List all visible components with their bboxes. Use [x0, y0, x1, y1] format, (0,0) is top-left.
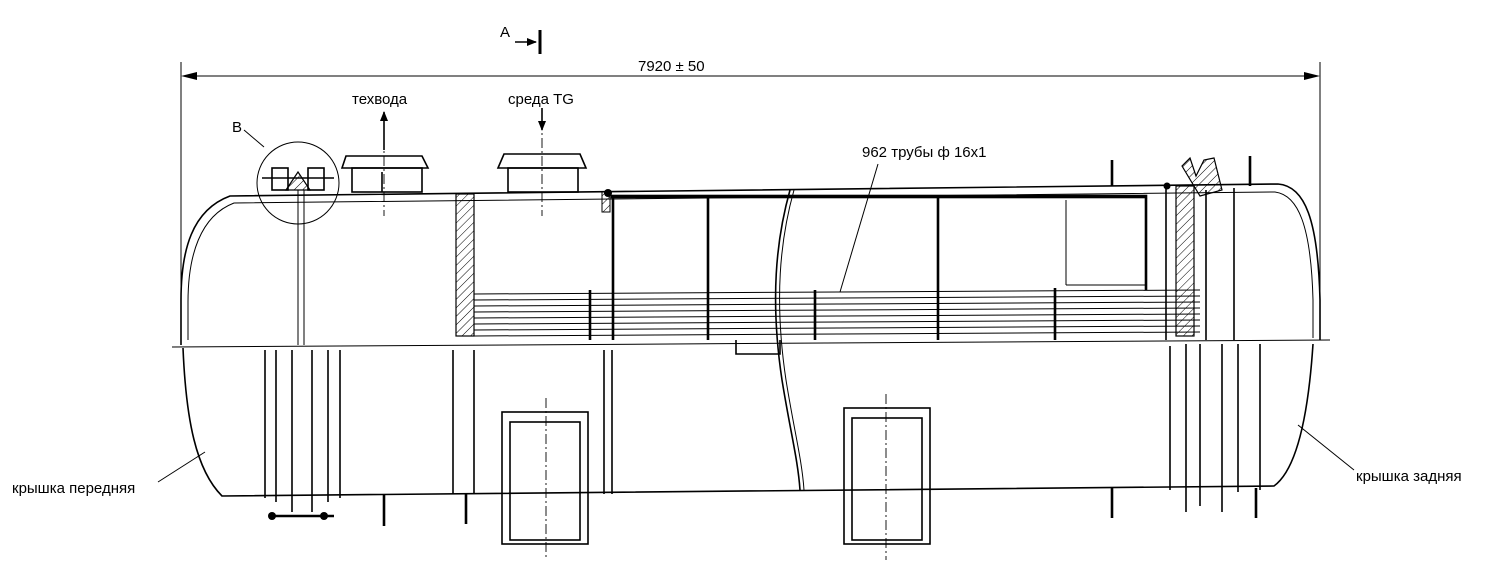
axis-line — [171, 339, 1331, 348]
detail-b-label: B — [232, 119, 242, 136]
rear-cover-label: крышка задняя — [1356, 468, 1462, 485]
vessel-lower-half — [182, 343, 1314, 560]
detail-b-callout: B — [232, 119, 340, 225]
inlet-nozzle-body — [507, 167, 579, 193]
dimension-label: 7920 ± 50 — [638, 58, 705, 75]
flange-gasket — [284, 170, 312, 191]
rear-tube-sheet — [1175, 185, 1195, 337]
flange-right-part — [307, 167, 325, 191]
rear-flange-section — [1181, 156, 1223, 197]
baffle-top-rail — [610, 194, 1148, 199]
overall-dimension: 7920 ± 50 — [180, 58, 1321, 340]
cover-labels: крышка передняя крышка задняя — [12, 424, 1462, 497]
tubes-leader — [839, 163, 879, 293]
dimension-arrow-right — [1304, 72, 1320, 80]
vessel-upper-half: техвода среда TG — [171, 91, 1331, 491]
outlet-nozzle-body — [351, 167, 423, 193]
saddle-support-right — [843, 394, 931, 560]
vessel-outer-shell — [180, 183, 1321, 345]
front-cover-leader — [157, 451, 206, 483]
vessel-lower-outline — [182, 343, 1314, 497]
tubes-label: 962 трубы ф 16х1 — [862, 144, 986, 161]
inlet-label: среда TG — [508, 91, 574, 108]
saddle-right-outer — [843, 407, 931, 545]
front-tube-sheet — [455, 193, 475, 337]
tube-bundle — [473, 289, 1201, 337]
dimension-arrow-left — [181, 72, 197, 80]
inlet-nozzle: среда TG — [496, 91, 588, 216]
saddle-support-left — [501, 398, 589, 560]
saddle-right-inner — [851, 417, 923, 541]
section-a-label: A — [500, 24, 510, 41]
flange-left-part — [271, 167, 289, 191]
thermal-sensor-line — [774, 189, 801, 491]
outlet-nozzle: техвода — [340, 91, 430, 216]
rear-cover-leader — [1297, 424, 1355, 471]
outlet-nozzle-flange — [340, 155, 430, 169]
detail-b-leader — [243, 129, 265, 148]
front-cover-label: крышка передняя — [12, 480, 135, 497]
outlet-label: техвода — [352, 91, 408, 108]
drain-pocket — [735, 340, 781, 355]
saddle-left-inner — [509, 421, 581, 541]
vessel-inner-shell — [187, 191, 1314, 340]
saddle-left-outer — [501, 411, 589, 545]
section-mark-a: A — [500, 24, 542, 54]
weld-dot — [604, 189, 612, 197]
